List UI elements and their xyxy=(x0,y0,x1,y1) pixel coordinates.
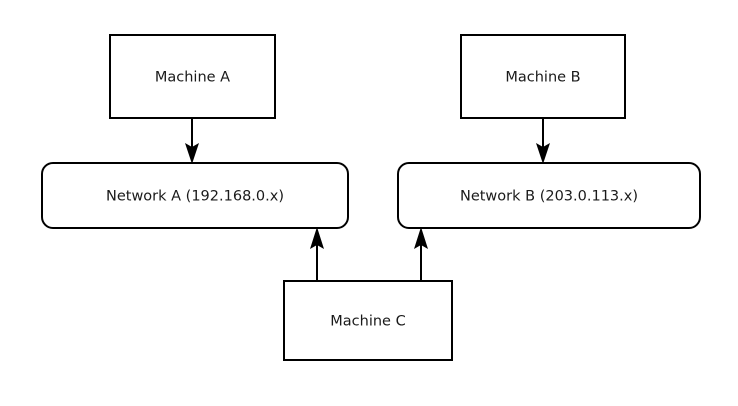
node-shape[interactable] xyxy=(460,34,626,119)
edge-machine-a-to-network-a xyxy=(185,118,199,164)
node-shape[interactable] xyxy=(41,162,349,229)
arrowhead-down-icon xyxy=(536,143,550,164)
node-label: Machine C xyxy=(330,314,405,330)
node-shape[interactable] xyxy=(283,280,453,361)
arrowhead-up-icon xyxy=(310,227,324,249)
node-shape[interactable] xyxy=(109,34,276,119)
arrowhead-up-icon xyxy=(414,227,428,249)
node-label: Network A (192.168.0.x) xyxy=(106,189,284,205)
node-shape[interactable] xyxy=(397,162,701,229)
node-network-b[interactable]: Network B (203.0.113.x) xyxy=(397,162,701,229)
node-label: Machine B xyxy=(505,70,580,86)
node-label: Machine A xyxy=(155,70,230,86)
node-machine-a[interactable]: Machine A xyxy=(109,34,276,119)
edge-machine-c-to-network-a xyxy=(310,227,324,281)
node-machine-b[interactable]: Machine B xyxy=(460,34,626,119)
node-network-a[interactable]: Network A (192.168.0.x) xyxy=(41,162,349,229)
edge-machine-b-to-network-b xyxy=(536,118,550,164)
edge-machine-c-to-network-b xyxy=(414,227,428,281)
node-label: Network B (203.0.113.x) xyxy=(460,189,638,205)
node-machine-c[interactable]: Machine C xyxy=(283,280,453,361)
arrowhead-down-icon xyxy=(185,143,199,164)
